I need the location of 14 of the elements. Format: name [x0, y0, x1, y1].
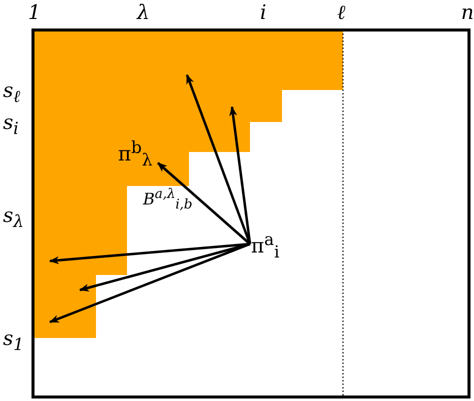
- row-label: s$_{λ}$: [3, 205, 24, 231]
- arrow: [49, 242, 250, 324]
- column-label: n: [461, 2, 474, 22]
- arrow: [229, 106, 252, 244]
- column-label: ℓ: [337, 2, 346, 22]
- column-label: 1: [28, 2, 41, 22]
- column-label: i: [260, 2, 266, 22]
- arrow: [79, 242, 250, 292]
- row-label: s$_{ℓ}$: [3, 80, 20, 106]
- arrow: [157, 162, 251, 245]
- row-label: s$_{1}$: [3, 328, 24, 354]
- row-label: s$_{i}$: [3, 112, 19, 138]
- arrow: [49, 242, 250, 264]
- column-label: λ: [137, 2, 150, 22]
